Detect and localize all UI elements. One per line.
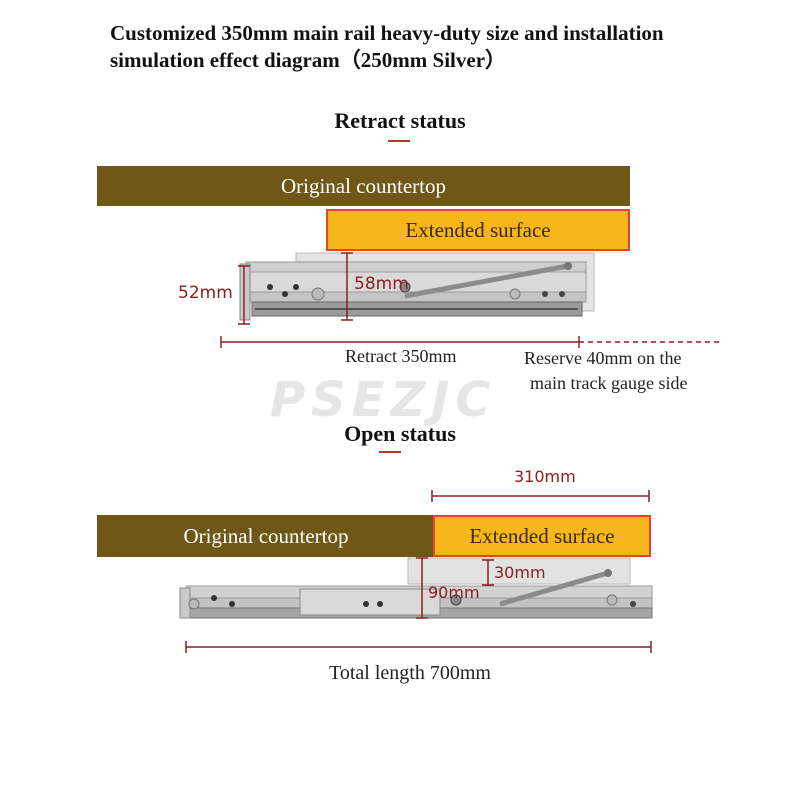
diagram-title: Customized 350mm main rail heavy-duty si…: [110, 21, 664, 72]
retract-heading-underline: [388, 140, 410, 142]
dim-310-label: 310mm: [514, 467, 576, 486]
dim-58-label: 58mm: [354, 274, 409, 294]
open-rail: [179, 557, 653, 619]
reserve-label-line2: main track gauge side: [530, 373, 688, 393]
total-length-label: Total length 700mm: [329, 662, 491, 684]
dim-30-label: 30mm: [494, 563, 546, 582]
open-heading-underline: [379, 451, 401, 453]
open-heading: Open status: [344, 421, 456, 446]
retract-heading: Retract status: [334, 108, 466, 133]
open-countertop-bar: Original countertop: [97, 515, 435, 557]
retract-rail: [239, 252, 595, 321]
retract-length-label: Retract 350mm: [345, 346, 457, 366]
dim-52-label: 52mm: [178, 283, 233, 303]
reserve-label-line1: Reserve 40mm on the: [524, 348, 682, 368]
retract-extended-bar: Extended surface: [326, 209, 630, 251]
retract-countertop-bar: Original countertop: [97, 166, 630, 206]
watermark: PSEZJC: [270, 372, 497, 428]
dim-90-label: 90mm: [428, 583, 480, 602]
open-extended-bar: Extended surface: [433, 515, 651, 557]
